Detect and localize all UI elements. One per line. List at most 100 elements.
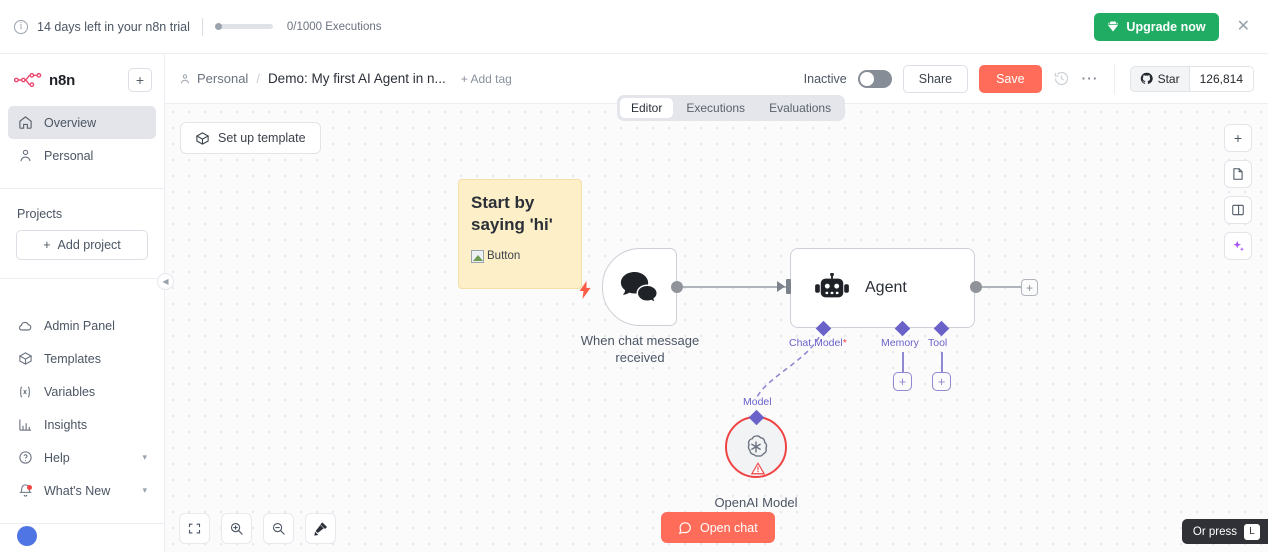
person-icon [17, 148, 33, 164]
page-title[interactable]: Demo: My first AI Agent in n... [267, 71, 446, 86]
sticky-note-broken-image: Button [471, 249, 569, 263]
keyboard-hint: Or press L [1181, 519, 1268, 544]
sidebar-item-whats-new[interactable]: What's New ▾ [8, 474, 156, 507]
panel-toggle-icon [1232, 204, 1244, 216]
tab-editor[interactable]: Editor [620, 98, 674, 118]
add-project-label: Add project [57, 238, 121, 252]
node-agent[interactable]: Agent [790, 248, 975, 328]
canvas-right-tools: + [1224, 124, 1252, 260]
more-dots-icon[interactable]: ⋯ [1080, 69, 1099, 88]
tab-executions[interactable]: Executions [686, 101, 746, 115]
add-memory-button[interactable]: + [893, 372, 912, 391]
brand-name: n8n [49, 71, 76, 89]
sidebar-add-button[interactable]: + [128, 68, 152, 92]
workflow-active-toggle[interactable] [857, 69, 892, 88]
add-sticky-note-button[interactable] [1224, 160, 1252, 188]
sub-connector-label-memory: Memory [881, 337, 919, 349]
sidebar-item-admin-panel[interactable]: Admin Panel [8, 309, 156, 342]
variables-icon [17, 384, 33, 400]
save-button[interactable]: Save [979, 64, 1042, 93]
add-node-button[interactable]: + [1224, 124, 1252, 152]
workflow-active-label: Inactive [803, 71, 847, 86]
connection-trigger-to-agent [677, 286, 786, 288]
template-box-icon [17, 351, 33, 367]
trigger-node-caption: When chat message received [570, 332, 710, 366]
github-star-button[interactable]: Star 126,814 [1129, 65, 1254, 92]
executions-progress: 0/1000 Executions [214, 20, 382, 33]
agent-input-arrow-icon [777, 279, 791, 294]
sidebar-collapse-handle[interactable]: ◀ [157, 273, 174, 290]
person-icon [181, 73, 189, 84]
sidebar-item-insights[interactable]: Insights [8, 408, 156, 441]
ai-assistant-button[interactable] [1224, 232, 1252, 260]
chevron-down-icon: ▾ [142, 452, 147, 462]
broken-image-alt: Button [487, 250, 521, 262]
set-up-template-label: Set up template [218, 131, 306, 145]
cloud-icon [17, 318, 33, 334]
projects-label: Projects [17, 207, 63, 221]
hint-key-badge: L [1244, 523, 1260, 540]
divider [1113, 63, 1115, 94]
open-chat-label: Open chat [700, 520, 758, 535]
toggle-panel-button[interactable] [1224, 196, 1252, 224]
sidebar-item-variables[interactable]: Variables [8, 375, 156, 408]
progress-bar [214, 23, 273, 30]
history-icon[interactable] [1053, 70, 1070, 87]
tidy-up-button[interactable] [305, 513, 336, 544]
connection-tool-line [941, 352, 943, 380]
chat-bubbles-icon [620, 271, 658, 303]
breadcrumb-project[interactable]: Personal [179, 71, 248, 86]
zoom-out-button[interactable] [263, 513, 294, 544]
sticky-note[interactable]: Start by saying 'hi' Button [458, 179, 582, 289]
agent-output-connector[interactable] [970, 281, 982, 293]
sidebar-item-personal[interactable]: Personal [8, 139, 156, 172]
node-openai-model[interactable] [725, 416, 787, 478]
add-node-after-agent-button[interactable]: + [1021, 279, 1038, 296]
lightning-bolt-icon [579, 281, 591, 299]
sidebar-header: n8n + [0, 54, 164, 102]
close-icon[interactable]: ✕ [1236, 17, 1250, 35]
sticky-note-icon [1233, 168, 1243, 180]
star-count: 126,814 [1189, 66, 1253, 91]
add-tool-button[interactable]: + [932, 372, 951, 391]
agent-node-title: Agent [865, 279, 907, 296]
add-project-button[interactable]: + Add project [16, 230, 148, 260]
executions-count: 0/1000 Executions [286, 20, 382, 33]
sidebar-item-help[interactable]: Help ▾ [8, 441, 156, 474]
bell-icon [17, 483, 33, 499]
sidebar-item-templates[interactable]: Templates [8, 342, 156, 375]
fit-view-icon [188, 523, 201, 534]
divider [201, 17, 203, 36]
trigger-output-connector[interactable] [671, 281, 683, 293]
sidebar-item-label: Insights [44, 417, 88, 432]
open-chat-button[interactable]: Open chat [661, 512, 775, 543]
share-button[interactable]: Share [902, 64, 969, 93]
plus-icon: + [43, 238, 51, 252]
sidebar-item-overview[interactable]: Overview [8, 106, 156, 139]
trial-banner: i 14 days left in your n8n trial 0/1000 … [0, 0, 1268, 54]
divider [0, 188, 164, 189]
divider [0, 278, 164, 279]
info-circle-icon: i [14, 19, 28, 34]
editor-header: Personal / Demo: My first AI Agent in n.… [165, 54, 1268, 104]
sidebar-item-label: Templates [44, 351, 101, 366]
zoom-in-button[interactable] [221, 513, 252, 544]
upgrade-now-button[interactable]: Upgrade now [1094, 12, 1219, 41]
add-tag-button[interactable]: + Add tag [460, 71, 512, 86]
sidebar-item-label: What's New [44, 483, 111, 498]
zoom-to-fit-button[interactable] [179, 513, 210, 544]
tab-evaluations[interactable]: Evaluations [769, 101, 832, 115]
zoom-in-icon [230, 522, 243, 535]
editor-tabs: Editor Executions Evaluations [617, 95, 846, 121]
chevron-down-icon: ▾ [142, 485, 147, 495]
set-up-template-button[interactable]: Set up template [180, 122, 321, 154]
workflow-canvas[interactable]: Set up template Start by saying 'hi' But… [165, 104, 1268, 552]
breadcrumb: Personal / Demo: My first AI Agent in n.… [179, 71, 446, 86]
connection-agent-to-plus [976, 286, 1021, 288]
node-when-chat-message-received[interactable] [602, 248, 677, 326]
sidebar-item-label: Variables [44, 384, 96, 399]
avatar[interactable] [17, 526, 37, 546]
n8n-logo-icon [14, 72, 42, 88]
sidebar-item-label: Help [44, 450, 70, 465]
home-icon [17, 115, 33, 131]
